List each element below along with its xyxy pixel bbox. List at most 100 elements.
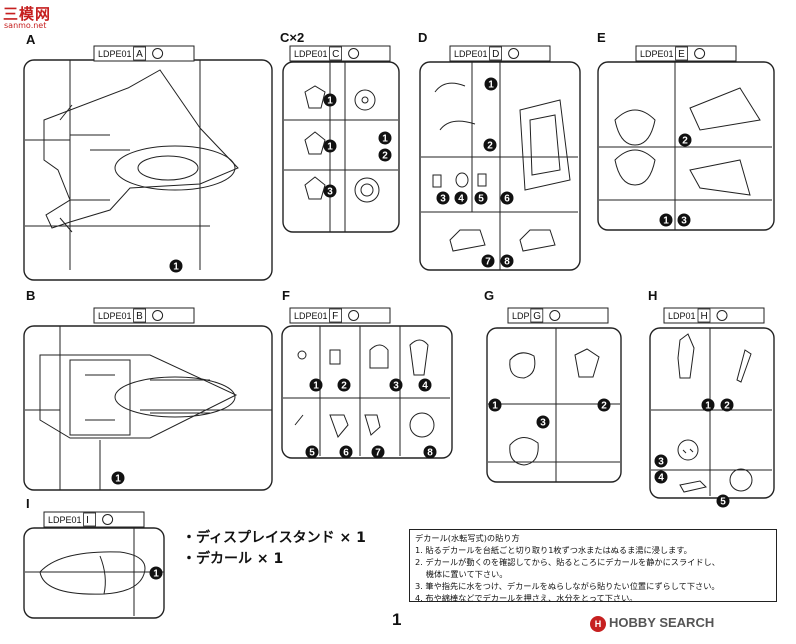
recycle-mark-icon <box>152 310 164 321</box>
part-number-badge <box>305 445 319 459</box>
sprue-frame <box>486 327 622 483</box>
part-number-badge <box>654 454 668 468</box>
part-number-badge <box>483 138 497 152</box>
sprue-tab-code: LDPE01 <box>48 515 82 525</box>
part-number-badge <box>323 93 337 107</box>
sprue-d-part-drawing <box>432 82 571 252</box>
part-number: 1 <box>382 134 388 145</box>
part-number-badge <box>337 378 351 392</box>
part-number-badge <box>677 213 691 227</box>
sprue-label: H <box>648 288 657 303</box>
sprue-frame <box>649 327 775 499</box>
recycle-mark-icon <box>152 48 164 59</box>
part-number-badge <box>720 398 734 412</box>
part-number: 1 <box>153 569 159 580</box>
sprue-a-part-drawing <box>43 69 239 233</box>
sprue-tab-letter: B <box>136 311 143 322</box>
part-number: 7 <box>375 448 381 459</box>
part-number: 6 <box>343 448 349 459</box>
part-number-badge <box>339 445 353 459</box>
part-number-badge <box>500 254 514 268</box>
part-number: 1 <box>492 401 498 412</box>
sprue-tab-letter: C <box>332 49 339 60</box>
sprue-f-part-drawing <box>294 339 435 438</box>
part-number: 2 <box>724 401 730 412</box>
sprue-tab-letter: I <box>86 515 89 526</box>
part-drawings <box>39 69 761 595</box>
part-number-badge <box>389 378 403 392</box>
part-number-badge <box>169 259 183 273</box>
part-number-badge <box>716 494 730 508</box>
extras-list: ・ディスプレイスタンド × 1 ・デカール × 1 <box>182 528 366 570</box>
part-number-badge <box>701 398 715 412</box>
sprue-tab-letter-box <box>83 512 96 527</box>
part-number: 2 <box>341 381 347 392</box>
sprue-e-part-drawing <box>614 87 761 196</box>
part-number-badge <box>654 470 668 484</box>
sprue-g-part-drawing <box>509 348 600 466</box>
part-number: 2 <box>382 151 388 162</box>
sprue-label: G <box>484 288 494 303</box>
part-number-badge <box>484 77 498 91</box>
decal-step: 2. デカールが動くのを確認してから、貼るところにデカールを静かにスライドし、 <box>415 557 720 567</box>
sprue-b-part-drawing <box>39 354 238 439</box>
sprue-i: I LDPE01 I 1 <box>23 496 165 619</box>
sprue-tab-letter: E <box>678 49 685 60</box>
sprue-tab-letter-box <box>329 46 343 61</box>
part-number: 1 <box>115 474 121 485</box>
sprue-tab <box>663 307 765 324</box>
part-number: 1 <box>705 401 711 412</box>
part-number: 4 <box>658 473 664 484</box>
recycle-mark-icon <box>508 48 520 59</box>
part-number: 1 <box>327 142 333 153</box>
sprue-tab-letter: F <box>332 311 338 322</box>
hobby-search-text: HOBBY SEARCH <box>609 615 715 630</box>
part-number: 2 <box>487 141 493 152</box>
part-number-badge <box>371 445 385 459</box>
part-number: 3 <box>440 194 446 205</box>
part-number-badge <box>149 566 163 580</box>
part-number-badge <box>488 398 502 412</box>
extras-item-decal: ・デカール × 1 <box>182 551 284 567</box>
part-number: 1 <box>663 216 669 227</box>
part-number: 1 <box>313 381 319 392</box>
sprue-tab-code: LDPE01 <box>294 49 328 59</box>
part-number: 2 <box>682 136 688 147</box>
part-number-badge <box>378 131 392 145</box>
part-number-badge <box>500 191 514 205</box>
part-number-badge <box>474 191 488 205</box>
sprue-tab-letter: H <box>701 311 708 322</box>
sprue-h-part-drawing <box>677 333 753 493</box>
sprue-runner <box>421 62 578 270</box>
sprue-label: C×2 <box>280 30 304 45</box>
sprue-tab-code: LDP <box>512 311 530 321</box>
part-number-badge <box>323 184 337 198</box>
decal-step: 3. 筆や指先に水をつけ、デカールをぬらしながら貼りたい位置にずらして下さい。 <box>415 581 720 591</box>
decal-step: 機体に置いて下さい。 <box>415 569 508 579</box>
sprue-label: I <box>26 496 30 511</box>
page-number: 1 <box>392 610 402 629</box>
recycle-mark-icon <box>102 514 114 525</box>
part-number: 2 <box>601 401 607 412</box>
part-number-badge <box>423 445 437 459</box>
sprue-tab-letter: G <box>533 311 541 322</box>
part-number: 1 <box>173 262 179 273</box>
sprue-tab-code: LDPE01 <box>98 49 132 59</box>
recycle-mark-icon <box>694 48 706 59</box>
part-number-badge <box>418 378 432 392</box>
part-number-badge <box>436 191 450 205</box>
part-number: 1 <box>327 96 333 107</box>
recycle-mark-icon <box>549 310 561 321</box>
sprue-runner <box>651 328 772 496</box>
part-number-badge <box>323 139 337 153</box>
